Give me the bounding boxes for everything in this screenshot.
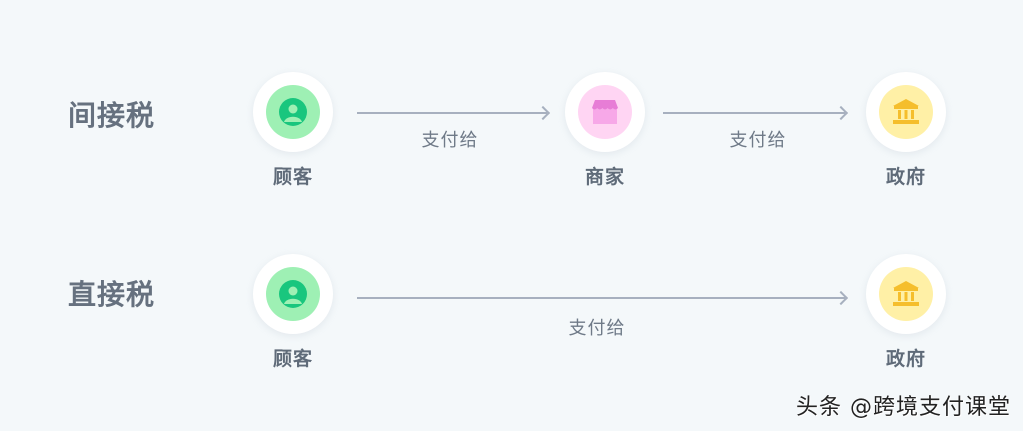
arrow-label: 支付给 (568, 318, 626, 339)
arrow-merchant-to-government (663, 112, 845, 114)
watermark: 头条 @跨境支付课堂 (796, 395, 1011, 420)
arrow-customer-to-merchant (357, 112, 547, 114)
row-title-direct-tax: 直接税 (68, 278, 156, 311)
node-merchant: 商家 (565, 72, 645, 189)
node-customer: 顾客 (253, 72, 333, 189)
node-circle (253, 254, 333, 334)
row-title-indirect-tax: 间接税 (68, 99, 156, 132)
customer-icon-bg (266, 85, 320, 139)
node-label: 政府 (885, 166, 926, 188)
node-customer: 顾客 (253, 254, 333, 371)
arrow-label: 支付给 (729, 130, 787, 151)
government-icon-bg (879, 85, 933, 139)
node-circle (866, 72, 946, 152)
customer-icon (279, 98, 307, 126)
node-label: 政府 (885, 348, 926, 370)
customer-icon-bg (266, 267, 320, 321)
shop-icon (592, 100, 618, 124)
node-government: 政府 (866, 72, 946, 189)
node-label: 顾客 (272, 166, 313, 188)
arrow-customer-to-government (357, 297, 845, 299)
node-circle (866, 254, 946, 334)
arrow-label: 支付给 (421, 130, 479, 151)
customer-icon (279, 280, 307, 308)
node-circle (253, 72, 333, 152)
shop-icon-bg (578, 85, 632, 139)
node-label: 商家 (584, 166, 625, 188)
node-label: 顾客 (272, 348, 313, 370)
government-icon (893, 281, 919, 306)
node-circle (565, 72, 645, 152)
government-icon-bg (879, 267, 933, 321)
government-icon (893, 99, 919, 124)
node-government: 政府 (866, 254, 946, 371)
